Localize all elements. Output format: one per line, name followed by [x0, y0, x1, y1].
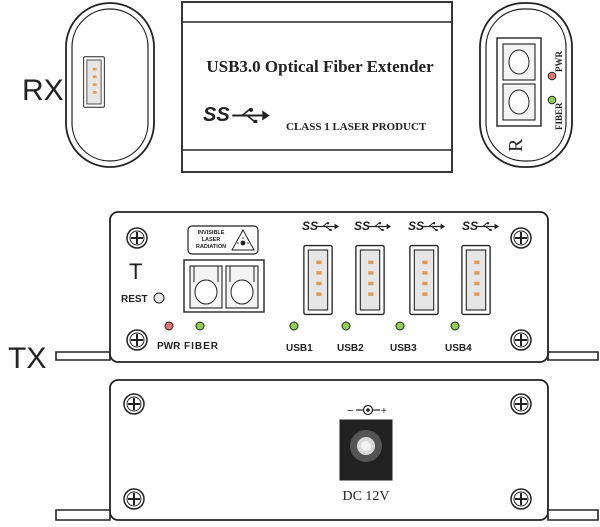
tx-rear-panel: − + DC 12V	[55, 379, 599, 521]
usb-icon: SS	[462, 219, 478, 233]
usb-icon: SS	[302, 219, 318, 233]
tx-pwr-label: PWR	[157, 341, 181, 352]
reset-label: REST	[121, 294, 148, 305]
rx-fiber-label: FIBER	[554, 102, 564, 130]
dc-voltage-label: DC 12V	[342, 489, 389, 504]
tx-fiber-port-icon[interactable]	[183, 259, 265, 313]
rx-left-end-panel	[65, 2, 155, 168]
screw-icon	[510, 329, 532, 351]
usb4-label: USB4	[445, 343, 472, 354]
usb3-led	[395, 321, 405, 331]
usb1-label: USB1	[286, 343, 313, 354]
svg-text:RADIATION: RADIATION	[196, 244, 226, 250]
rx-unit-letter: R	[505, 138, 527, 152]
tx-fiber-led	[195, 321, 205, 331]
usb2-label: USB2	[337, 343, 364, 354]
usb-icon: SS	[354, 219, 370, 233]
rx-main-body: USB3.0 Optical Fiber Extender SS CLASS 1…	[181, 1, 453, 173]
rx-pwr-led	[547, 71, 557, 81]
svg-text:INVISIBLE: INVISIBLE	[198, 230, 225, 236]
svg-text:+: +	[381, 406, 387, 417]
svg-text:LASER: LASER	[202, 237, 221, 243]
rx-right-end-panel: PWR FIBER R	[479, 2, 573, 168]
usb2-led	[341, 321, 351, 331]
reset-button[interactable]	[153, 292, 165, 304]
polarity-icon: − +	[347, 404, 387, 417]
screw-icon	[510, 227, 532, 249]
tx-fiber-label: FIBER	[184, 341, 219, 352]
superspeed-usb-logo-icon: SS	[203, 104, 270, 126]
usb-icon: SS	[408, 219, 424, 233]
laser-class-label: CLASS 1 LASER PRODUCT	[286, 121, 427, 133]
product-title: USB3.0 Optical Fiber Extender	[206, 57, 434, 76]
screw-icon	[123, 393, 145, 415]
usb3-label: USB3	[390, 343, 417, 354]
tx-front-panel: T REST INVISIBLE LASER RADIATION	[55, 211, 599, 363]
tx-side-label: TX	[8, 342, 46, 375]
usb4-port[interactable]: SS	[461, 219, 499, 316]
svg-text:SS: SS	[203, 104, 230, 126]
rx-usb-port[interactable]	[83, 56, 105, 108]
tx-unit-letter: T	[129, 259, 142, 284]
rx-pwr-label: PWR	[554, 51, 564, 72]
screw-icon	[510, 488, 532, 510]
rx-fiber-led	[547, 95, 557, 105]
screw-icon	[126, 329, 148, 351]
rx-side-label: RX	[22, 74, 64, 107]
usb1-led	[289, 321, 299, 331]
screw-icon	[510, 393, 532, 415]
tx-pwr-led	[164, 321, 174, 331]
laser-warning-icon: INVISIBLE LASER RADIATION	[187, 225, 259, 255]
rx-fiber-port-icon[interactable]	[496, 37, 542, 127]
usb3-port[interactable]: SS	[408, 219, 445, 316]
usb1-port[interactable]: SS	[302, 219, 339, 316]
screw-icon	[126, 227, 148, 249]
svg-text:−: −	[347, 405, 353, 417]
dc-jack-icon[interactable]	[339, 419, 393, 481]
screw-icon	[123, 488, 145, 510]
usb4-led	[450, 321, 460, 331]
usb2-port[interactable]: SS	[354, 219, 391, 316]
